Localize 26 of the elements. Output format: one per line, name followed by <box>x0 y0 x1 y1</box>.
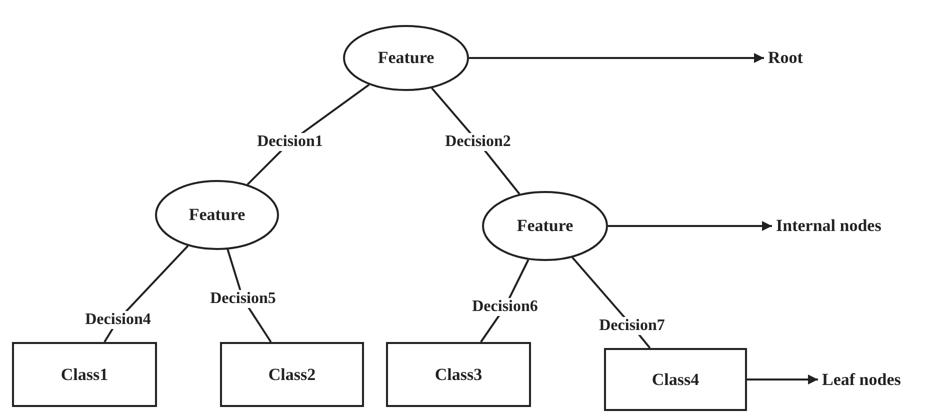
node-label: Feature <box>378 48 434 68</box>
annotation-label: Leaf nodes <box>822 370 901 390</box>
arrow <box>469 53 764 63</box>
node-label: Feature <box>188 205 246 225</box>
edge-label: Decision4 <box>84 311 152 329</box>
node-label: Class1 <box>60 364 108 384</box>
edge-label: Decision5 <box>209 290 277 308</box>
arrow <box>608 221 772 231</box>
edge-label: Decision6 <box>471 298 539 316</box>
node-label: Class4 <box>652 370 700 390</box>
node-label: Class2 <box>268 364 316 384</box>
arrow <box>747 374 818 384</box>
annotation-label: Internal nodes <box>776 216 882 236</box>
edge-label: Decision2 <box>444 133 512 151</box>
node-label: Feature <box>516 216 574 236</box>
edge-label: Decision7 <box>598 317 666 335</box>
class-leaf-box <box>220 342 364 407</box>
node-label: Class3 <box>434 364 482 384</box>
class-leaf-box <box>386 342 531 407</box>
class-leaf-box <box>12 342 157 407</box>
annotation-label: Root <box>768 48 803 68</box>
feature-node-ellipse <box>482 191 608 261</box>
class-leaf-box <box>604 348 747 411</box>
feature-node-ellipse <box>155 180 279 250</box>
edge-label: Decision1 <box>256 133 324 151</box>
feature-node-ellipse <box>343 25 469 91</box>
